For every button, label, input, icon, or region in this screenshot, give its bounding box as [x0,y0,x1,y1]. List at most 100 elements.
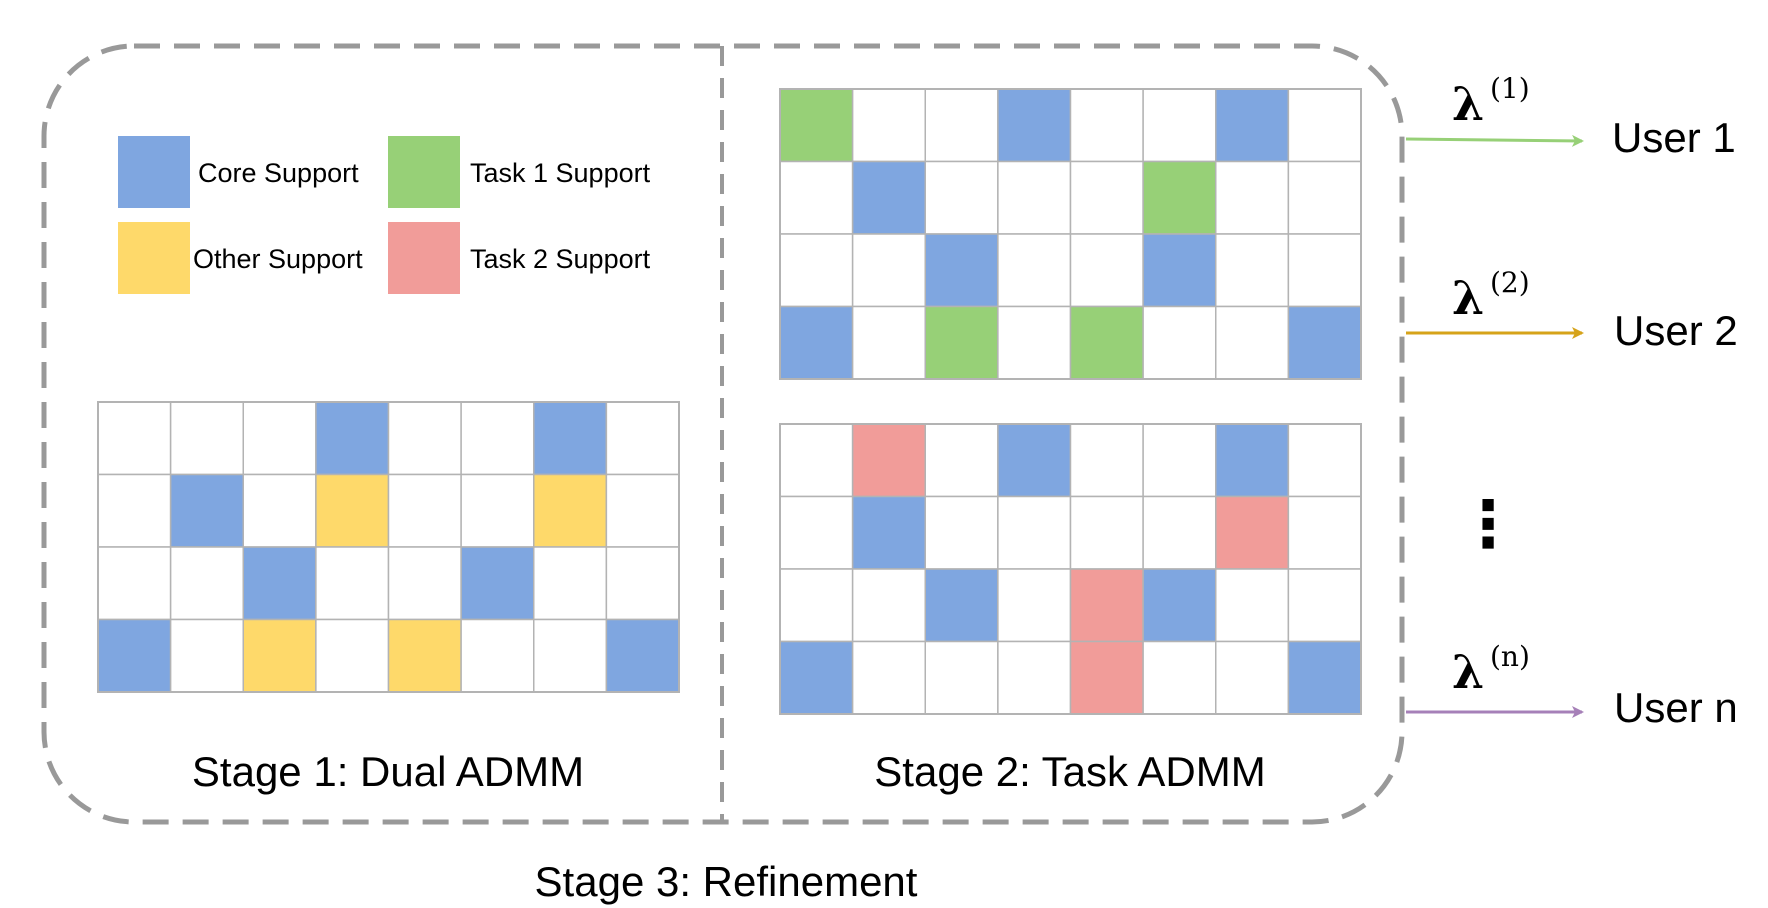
grid-cell-empty [460,618,535,693]
grid-cell-empty [605,546,680,621]
grid-border [97,401,680,693]
grid-cell-empty [169,546,245,621]
grid-cell-core [924,233,999,308]
output-user2: λ (2) User 2 [1406,266,1738,354]
grid-border [779,423,1362,715]
grid-cell-empty [1287,495,1362,570]
grid-cell-empty [1142,305,1217,380]
legend-swatch-core [118,136,190,208]
stage2-caption: Stage 2: Task ADMM [874,748,1265,795]
lambda-superscript: (2) [1490,266,1530,299]
grid-cell-empty [1287,88,1362,163]
grid-cell-empty [924,640,999,715]
grid-cell-empty [924,88,999,163]
grid-cell-empty [779,233,854,308]
grid-cell-empty [1215,640,1290,715]
grid-cell-empty [387,473,462,548]
grid-cell-core [1142,233,1217,308]
grid-cell-empty [997,495,1072,570]
grid-cell-empty [242,473,317,548]
legend-label-other: Other Support [193,244,363,274]
grid-cell-core [1215,88,1290,163]
grid-cell-empty [851,640,927,715]
vertical-ellipsis-icon: ⋮ [1456,488,1520,562]
grid-cell-empty [997,233,1072,308]
stage2-task1-grid [779,88,1362,380]
grid-cell-empty [1142,423,1217,498]
grid-cell-core [460,546,535,621]
legend-label-core: Core Support [198,158,359,188]
grid-cell-empty [997,160,1072,235]
grid-cell-empty [1215,233,1290,308]
legend-swatch-other [118,222,190,294]
grid-cell-other [533,473,608,548]
grid-cell-task2 [851,423,927,498]
grid-cell-empty [924,423,999,498]
grid-cell-empty [533,618,608,693]
lambda-symbol: λ [1452,271,1484,325]
grid-cell-empty [1287,423,1362,498]
grid-cell-empty [851,233,927,308]
grid-border [779,88,1362,380]
user1-label: User 1 [1612,114,1736,161]
grid-cell-core [851,160,927,235]
grid-cell-task1 [924,305,999,380]
grid-cell-empty [779,423,854,498]
grid-cell-empty [1069,495,1144,570]
grid-cell-core [1287,640,1362,715]
grid-cell-core [779,640,854,715]
grid-cell-core [997,423,1072,498]
grid-cell-empty [924,160,999,235]
legend-swatch-task2 [388,222,460,294]
lambda-symbol: λ [1452,77,1484,131]
grid-cell-core [779,305,854,380]
grid-cell-empty [924,495,999,570]
grid-cell-empty [997,640,1072,715]
grid-cell-empty [387,546,462,621]
grid-cell-empty [851,305,927,380]
grid-cell-empty [315,546,390,621]
grid-cell-empty [779,495,854,570]
legend-swatch-task1 [388,136,460,208]
legend-label-task1: Task 1 Support [470,158,651,188]
lambda-superscript: (n) [1490,640,1530,673]
stage3-refinement-border [41,43,1405,825]
grid-cell-core [605,618,680,693]
grid-cell-other [315,473,390,548]
grid-cell-core [924,568,999,643]
grid-cell-empty [851,568,927,643]
grid-cell-core [533,401,608,476]
grid-cell-empty [1287,568,1362,643]
usern-label: User n [1614,684,1738,731]
grid-cell-empty [169,401,245,476]
grid-cell-empty [1215,160,1290,235]
stage1-support-grid [97,401,680,693]
output-usern: λ (n) User n [1406,640,1738,731]
lambda-superscript: (1) [1490,72,1530,105]
grid-cell-core [1142,568,1217,643]
grid-cell-empty [605,473,680,548]
user2-label: User 2 [1614,307,1738,354]
output-user1: λ (1) User 1 [1405,72,1736,161]
grid-cell-core [997,88,1072,163]
grid-cell-core [169,473,245,548]
grid-cell-task1 [1069,305,1144,380]
grid-cell-empty [1142,495,1217,570]
grid-cell-task2 [1069,640,1144,715]
grid-cell-other [242,618,317,693]
grid-cell-core [242,546,317,621]
grid-cell-task2 [1069,568,1144,643]
grid-cell-core [1215,423,1290,498]
grid-cell-task2 [1215,495,1290,570]
grid-cell-empty [851,88,927,163]
stage3-caption: Stage 3: Refinement [535,858,918,905]
grid-cell-empty [242,401,317,476]
grid-cell-core [315,401,390,476]
grid-cell-empty [315,618,390,693]
grid-cell-empty [1069,233,1144,308]
grid-cell-empty [533,546,608,621]
grid-cell-core [851,495,927,570]
grid-cell-core [1287,305,1362,380]
grid-cell-empty [169,618,245,693]
